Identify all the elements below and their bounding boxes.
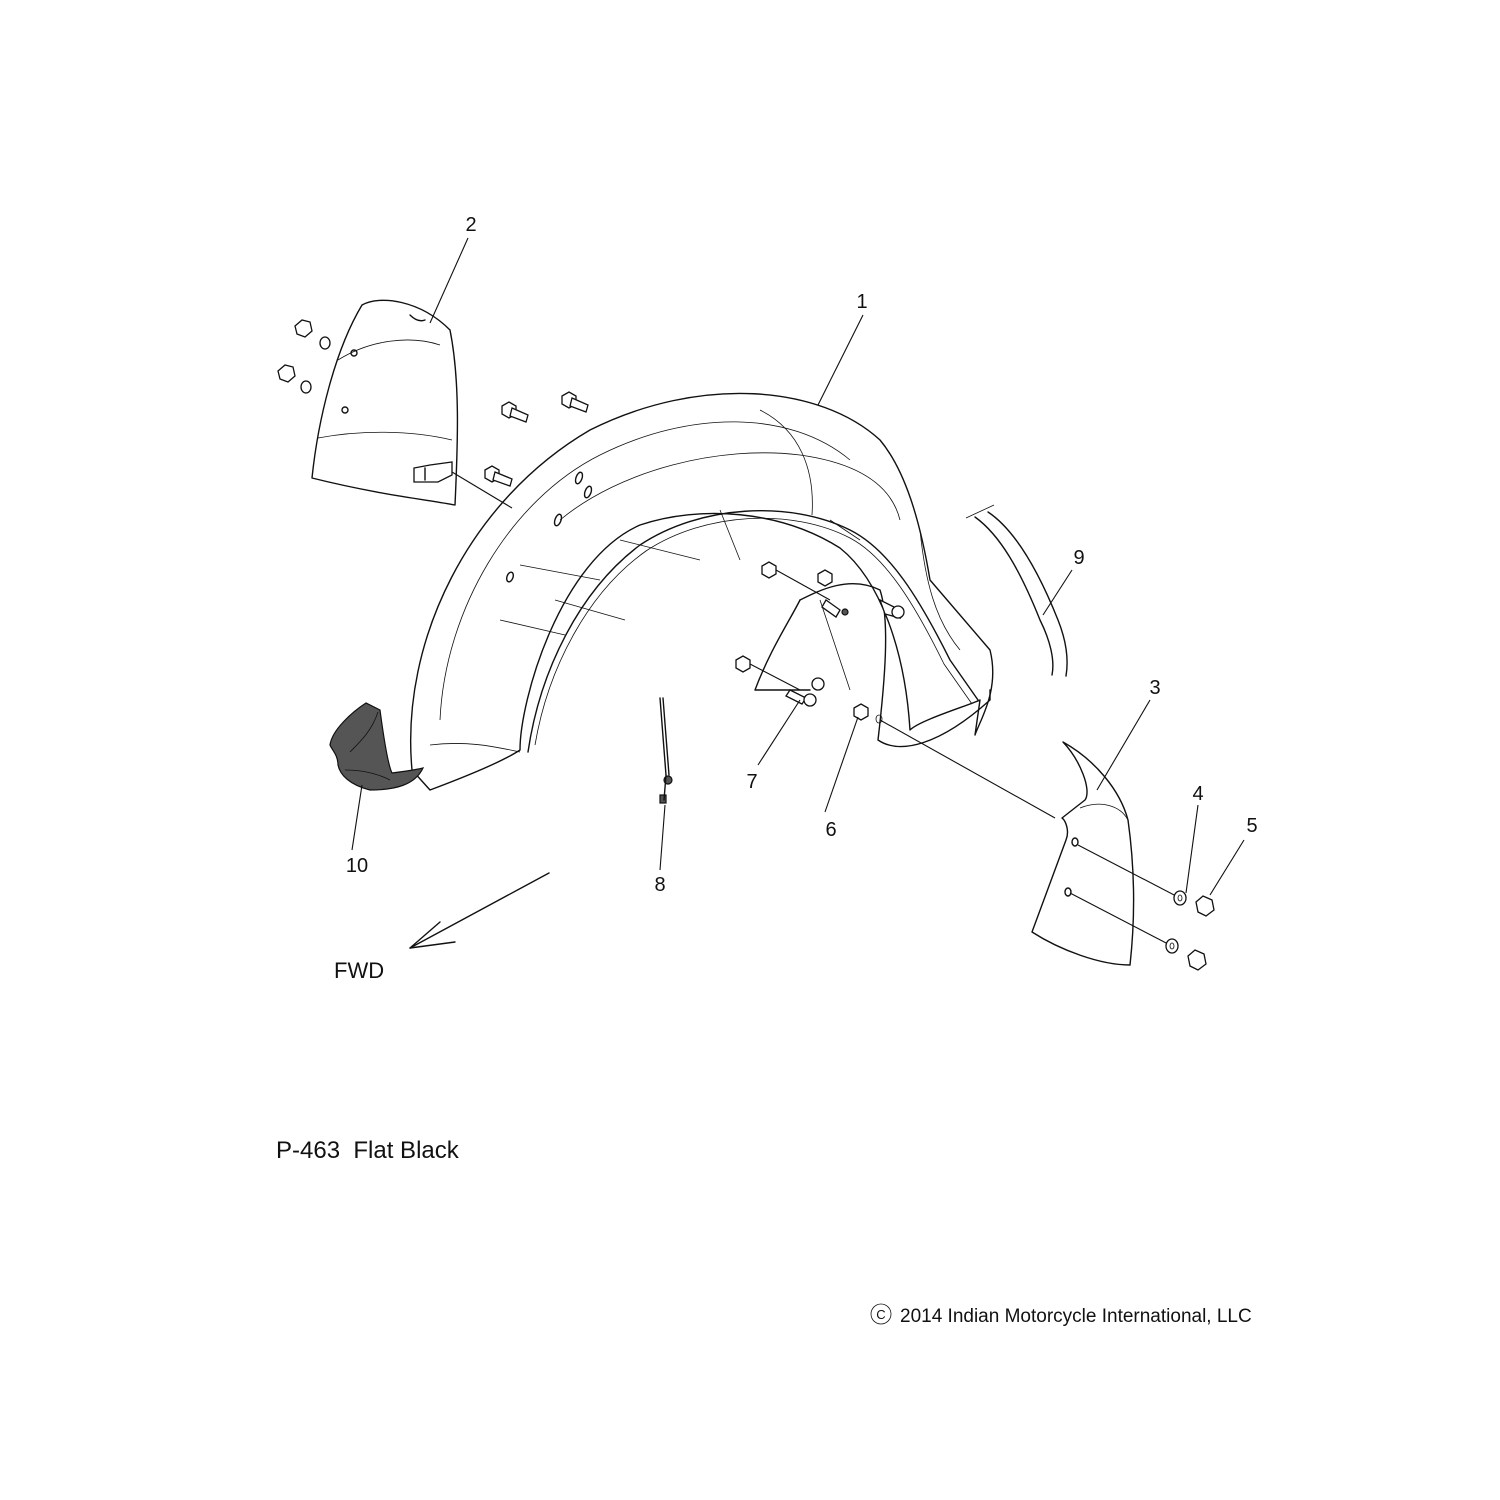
- fender-bolts-left: [484, 391, 589, 487]
- left-fork-cover: [311, 299, 459, 506]
- right-cover-hardware: [1165, 890, 1215, 971]
- callout-1: 1: [856, 291, 867, 313]
- callout-6: 6: [825, 819, 836, 841]
- forward-direction-arrow: [409, 872, 550, 949]
- callout-5: 5: [1246, 815, 1257, 837]
- paint-code-note: P-463 Flat Black: [276, 1137, 460, 1164]
- copyright-notice: © C 2014 Indian Motorcycle International…: [870, 1303, 1252, 1327]
- callout-7: 7: [746, 771, 757, 793]
- callout-9: 9: [1073, 547, 1084, 569]
- copyright-c-glyph: C: [876, 1307, 885, 1322]
- fender-bracket-plate: [754, 582, 991, 748]
- copyright-text: 2014 Indian Motorcycle International, LL…: [900, 1306, 1252, 1327]
- fwd-label: FWD: [334, 958, 384, 983]
- callout-8: 8: [654, 874, 665, 896]
- callout-4: 4: [1192, 783, 1203, 805]
- bracket-fasteners: [735, 561, 905, 724]
- callout-2: 2: [465, 214, 476, 236]
- trim-strip: [965, 504, 1068, 677]
- callout-3: 3: [1149, 677, 1160, 699]
- front-fender: [410, 392, 994, 791]
- callout-10: 10: [346, 855, 368, 877]
- assembly-lines: [451, 471, 1179, 946]
- fender-tip-ornament: [329, 702, 425, 791]
- callout-leaders: [351, 237, 1245, 896]
- left-cover-hardware: [277, 319, 331, 394]
- right-fork-cover: [1031, 741, 1135, 966]
- wire-tie: [659, 697, 673, 804]
